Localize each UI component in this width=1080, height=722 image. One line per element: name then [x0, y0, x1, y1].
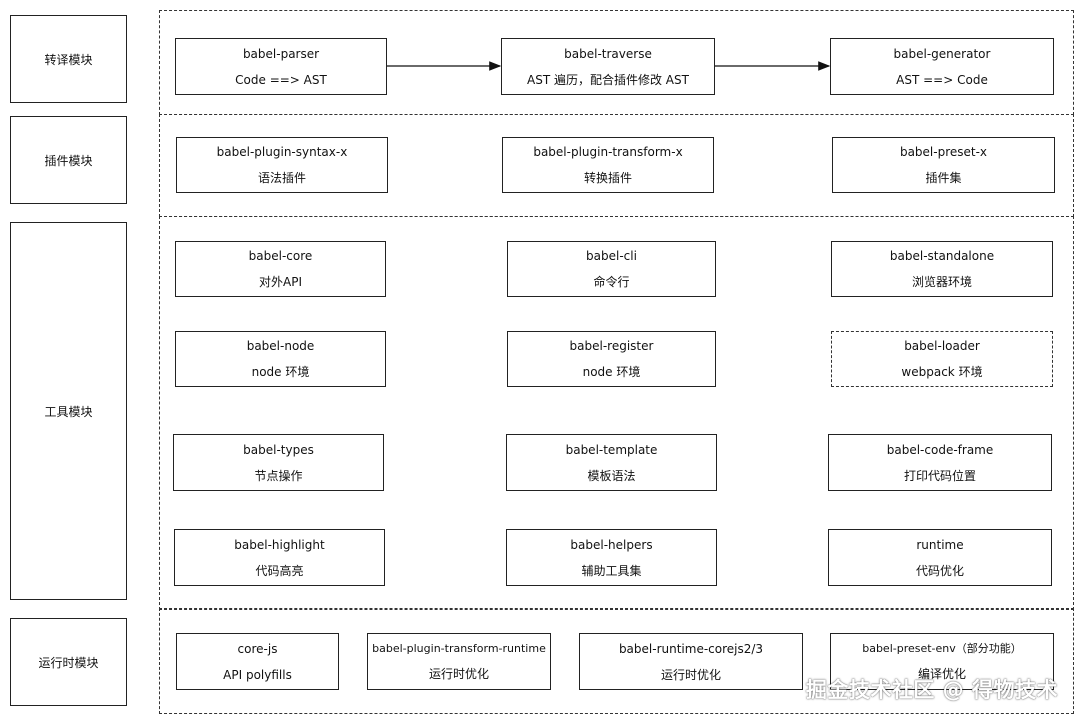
- node-babel-plugin-syntax-x: babel-plugin-syntax-x 语法插件: [176, 137, 388, 193]
- node-babel-loader: babel-loader webpack 环境: [831, 331, 1053, 387]
- node-runtime: runtime 代码优化: [828, 529, 1052, 586]
- node-title: babel-plugin-syntax-x: [216, 145, 348, 159]
- node-title: babel-standalone: [889, 249, 995, 263]
- node-title: babel-types: [243, 442, 314, 457]
- node-title: core-js: [237, 641, 278, 656]
- node-desc: 辅助工具集: [581, 563, 642, 578]
- node-desc: 对外API: [259, 275, 302, 289]
- row-label-runtime-text: 运行时模块: [38, 655, 99, 670]
- node-babel-preset-env: babel-preset-env（部分功能） 编译优化: [830, 633, 1054, 690]
- node-desc: 编译优化: [917, 667, 966, 681]
- row-label-tools: 工具模块: [10, 222, 127, 600]
- node-desc: 打印代码位置: [903, 468, 976, 483]
- node-desc: 代码优化: [915, 563, 964, 578]
- node-title: runtime: [916, 537, 964, 552]
- node-desc: 命令行: [593, 275, 630, 289]
- node-desc: 转换插件: [583, 171, 632, 185]
- node-desc: 运行时优化: [660, 667, 721, 682]
- node-babel-template: babel-template 模板语法: [506, 434, 717, 491]
- row-label-tools-text: 工具模块: [44, 404, 93, 419]
- node-babel-core: babel-core 对外API: [175, 241, 386, 297]
- node-title: babel-node: [246, 339, 315, 353]
- node-title: babel-core: [248, 249, 313, 263]
- node-babel-standalone: babel-standalone 浏览器环境: [831, 241, 1053, 297]
- node-babel-plugin-transform-x: babel-plugin-transform-x 转换插件: [502, 137, 714, 193]
- node-babel-traverse: babel-traverse AST 遍历，配合插件修改 AST: [501, 38, 715, 95]
- node-title: babel-template: [565, 442, 658, 457]
- node-babel-node: babel-node node 环境: [175, 331, 386, 387]
- node-babel-helpers: babel-helpers 辅助工具集: [506, 529, 717, 586]
- node-desc: 运行时优化: [428, 667, 489, 681]
- node-babel-register: babel-register node 环境: [507, 331, 716, 387]
- node-babel-code-frame: babel-code-frame 打印代码位置: [828, 434, 1052, 491]
- node-desc: 模板语法: [587, 468, 636, 483]
- node-title: babel-preset-env（部分功能）: [862, 642, 1022, 655]
- node-title: babel-runtime-corejs2/3: [618, 641, 764, 656]
- node-core-js: core-js API polyfills: [176, 633, 339, 690]
- row-label-plugin-text: 插件模块: [44, 153, 93, 168]
- node-babel-cli: babel-cli 命令行: [507, 241, 716, 297]
- node-title: babel-highlight: [234, 537, 325, 552]
- node-desc: 浏览器环境: [911, 275, 972, 289]
- node-babel-types: babel-types 节点操作: [173, 434, 384, 491]
- node-title: babel-code-frame: [886, 442, 994, 457]
- node-title: babel-plugin-transform-runtime: [372, 642, 546, 655]
- watermark: 掘金技术社区 @ 得物技术: [805, 678, 1058, 702]
- node-title: babel-cli: [586, 249, 637, 263]
- section-tools: [159, 216, 1074, 610]
- node-babel-runtime-corejs: babel-runtime-corejs2/3 运行时优化: [579, 633, 803, 690]
- node-babel-highlight: babel-highlight 代码高亮: [174, 529, 385, 586]
- row-label-plugin: 插件模块: [10, 116, 127, 204]
- node-desc: 语法插件: [257, 171, 306, 185]
- node-title: babel-parser: [242, 46, 320, 61]
- node-desc: API polyfills: [223, 667, 292, 682]
- node-title: babel-register: [569, 339, 654, 353]
- node-desc: 插件集: [925, 171, 962, 185]
- node-desc: 节点操作: [254, 468, 303, 483]
- row-label-runtime: 运行时模块: [10, 618, 127, 706]
- node-desc: node 环境: [251, 365, 310, 379]
- node-desc: 代码高亮: [255, 563, 304, 578]
- node-desc: Code ==> AST: [235, 72, 327, 87]
- node-babel-parser: babel-parser Code ==> AST: [175, 38, 387, 95]
- node-babel-plugin-transform-runtime: babel-plugin-transform-runtime 运行时优化: [367, 633, 551, 690]
- node-desc: AST ==> Code: [896, 72, 988, 87]
- node-babel-preset-x: babel-preset-x 插件集: [832, 137, 1055, 193]
- row-label-translate: 转译模块: [10, 15, 127, 103]
- node-desc: webpack 环境: [901, 365, 983, 379]
- node-title: babel-plugin-transform-x: [533, 145, 683, 159]
- node-babel-generator: babel-generator AST ==> Code: [830, 38, 1054, 95]
- row-label-translate-text: 转译模块: [44, 52, 93, 67]
- node-title: babel-preset-x: [899, 145, 988, 159]
- node-title: babel-helpers: [570, 537, 653, 552]
- node-title: babel-loader: [904, 339, 980, 353]
- node-desc: AST 遍历，配合插件修改 AST: [527, 72, 689, 87]
- node-title: babel-generator: [893, 46, 991, 61]
- section-runtime: [159, 608, 1074, 714]
- node-desc: node 环境: [582, 365, 641, 379]
- node-title: babel-traverse: [564, 46, 652, 61]
